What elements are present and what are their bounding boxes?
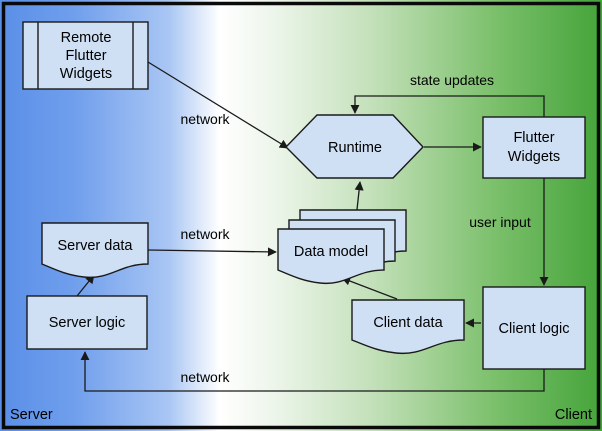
- node-flutter-widgets[interactable]: Flutter Widgets: [482, 116, 586, 179]
- edge-label-user-input: user input: [469, 214, 531, 230]
- node-label-client-data: Client data: [373, 315, 443, 331]
- node-server-data[interactable]: Server data: [41, 222, 149, 279]
- node-server-logic[interactable]: Server logic: [26, 295, 148, 350]
- node-label-flutter-widgets-line1: Flutter: [513, 130, 554, 146]
- node-label-remote-flutter-widgets-line1: Remote: [61, 30, 112, 46]
- node-label-remote-flutter-widgets-line2: Flutter: [65, 48, 106, 64]
- edge-server-logic-to-server-data: [76, 274, 95, 297]
- node-label-data-model: Data model: [294, 244, 368, 260]
- edge-label-network-bottom: network: [180, 369, 230, 385]
- node-label-remote-flutter-widgets-line3: Widgets: [60, 66, 112, 82]
- node-label-server-data: Server data: [58, 238, 134, 254]
- edge-label-network-mid: network: [180, 226, 230, 242]
- zone-label-server: Server: [10, 407, 53, 423]
- edge-client-logic-to-server-logic: [80, 351, 545, 392]
- node-label-runtime: Runtime: [328, 140, 382, 156]
- node-label-flutter-widgets-line2: Widgets: [508, 149, 560, 165]
- node-remote-flutter-widgets[interactable]: Remote Flutter Widgets: [22, 21, 149, 90]
- node-data-model[interactable]: Data model: [277, 209, 407, 285]
- zone-label-client: Client: [555, 407, 592, 423]
- edge-remote-widgets-to-runtime: [147, 61, 289, 149]
- node-client-data[interactable]: Client data: [351, 299, 465, 355]
- edge-label-network-top: network: [180, 111, 230, 127]
- node-client-logic[interactable]: Client logic: [482, 286, 586, 370]
- edge-client-data-to-data-model: [341, 276, 398, 300]
- node-label-server-logic: Server logic: [49, 315, 126, 331]
- edge-flutter-widgets-to-runtime: [350, 95, 545, 117]
- edge-server-data-to-data-model: [147, 247, 277, 257]
- node-label-client-logic: Client logic: [499, 321, 570, 337]
- node-runtime[interactable]: Runtime: [285, 114, 424, 179]
- edge-label-state-updates: state updates: [410, 72, 494, 88]
